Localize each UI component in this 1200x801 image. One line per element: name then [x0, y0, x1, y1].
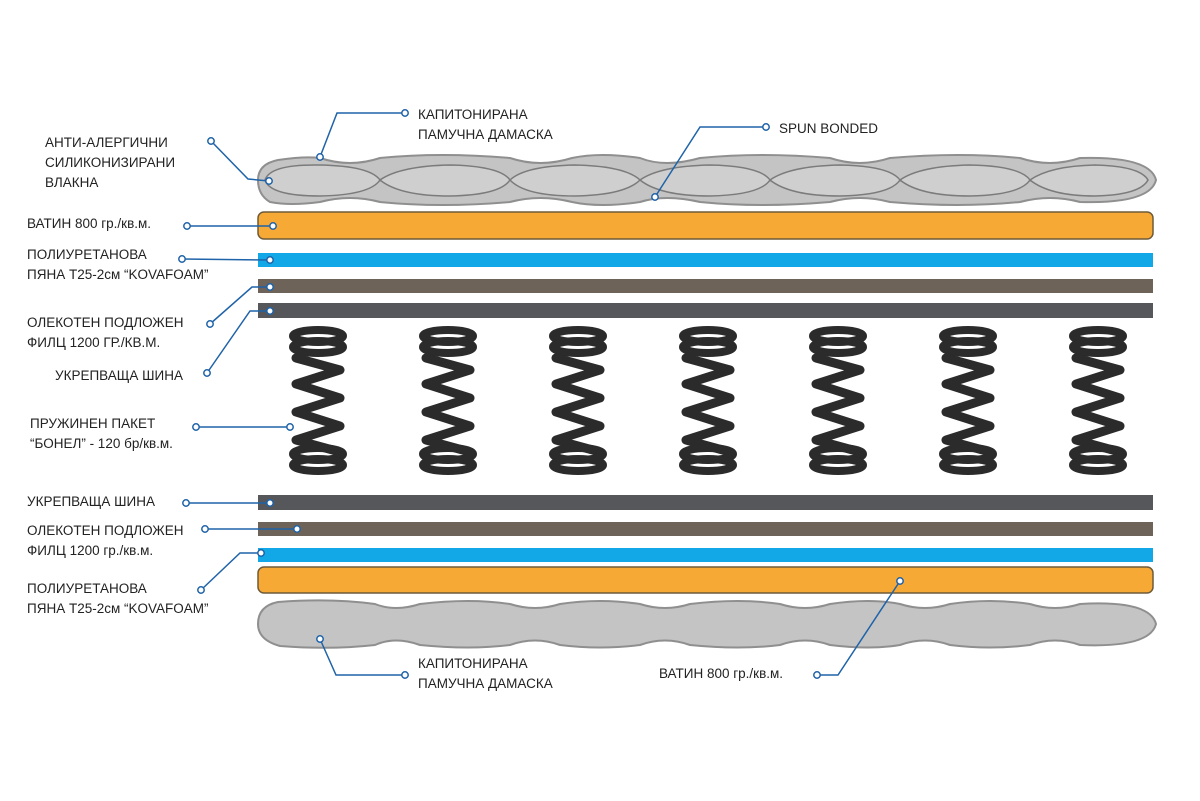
leader-silicone-fibers: [210, 140, 270, 182]
label-rail-bottom: УКРЕПВАЩА ШИНА: [27, 494, 155, 509]
leader-dot: [266, 256, 274, 264]
leader-damask-top: [319, 112, 405, 158]
label-felt-bottom: ОЛЕКОТЕН ПОДЛОЖЕН ФИЛЦ 1200 гр./кв.м.: [27, 523, 184, 558]
leader-damask-bottom: [319, 638, 405, 676]
leader-dot: [266, 307, 274, 315]
leader-dot: [896, 577, 904, 585]
leader-foam-bottom: [200, 552, 261, 591]
foam-layer-bottom: [258, 548, 1153, 562]
coil-spring-icon: [813, 330, 863, 471]
coil-spring-icon: [293, 330, 343, 471]
leader-dot: [651, 193, 659, 201]
leader-dot: [207, 137, 215, 145]
leader-dot: [192, 423, 200, 431]
wadding-layer-top: [257, 211, 1154, 240]
label-spun-bonded: SPUN BONDED: [779, 121, 879, 136]
leader-dot: [183, 222, 191, 230]
rail-layer-bottom: [258, 495, 1153, 510]
label-wadding-top: ВАТИН 800 гр./кв.м.: [27, 216, 152, 231]
leader-felt-top: [209, 286, 270, 325]
leader-dot: [206, 320, 214, 328]
leader-foam-top: [181, 258, 271, 261]
label-foam-bottom: ПОЛИУРЕТАНОВА ПЯНА Т25-2см “KOVAFOAM”: [27, 581, 209, 616]
leader-dot: [203, 369, 211, 377]
leader-dot: [269, 222, 277, 230]
quilted-damask-bottom: [256, 599, 1158, 649]
leader-dot: [401, 671, 409, 679]
coil-spring-icon: [1073, 330, 1123, 471]
wadding-layer-bottom: [257, 566, 1154, 594]
coil-spring-icon: [683, 330, 733, 471]
leader-dot: [178, 255, 186, 263]
leader-dot: [293, 525, 301, 533]
leader-spun-bonded: [654, 126, 766, 198]
leader-dot: [813, 671, 821, 679]
leader-dot: [257, 549, 265, 557]
leader-dot: [762, 123, 770, 131]
label-damask-bottom: КАПИТОНИРАНА ПАМУЧНА ДАМАСКА: [418, 656, 553, 691]
label-springs: ПРУЖИНЕН ПАКЕТ “БОНЕЛ” - 120 бр/кв.м.: [30, 416, 173, 451]
label-damask-top: КАПИТОНИРАНА ПАМУЧНА ДАМАСКА: [418, 107, 553, 142]
leader-dot: [316, 635, 324, 643]
leader-rail-top: [206, 310, 270, 374]
foam-layer-top: [258, 253, 1153, 267]
label-wadding-bottom: ВАТИН 800 гр./кв.м.: [659, 666, 784, 681]
label-foam-top: ПОЛИУРЕТАНОВА ПЯНА Т25-2см “KOVAFOAM”: [27, 247, 209, 282]
leader-dot: [197, 586, 205, 594]
leader-dot: [401, 109, 409, 117]
label-silicone-fibers: АНТИ-АЛЕРГИЧНИ СИЛИКОНИЗИРАНИ ВЛАКНА: [45, 135, 176, 190]
coil-spring-icon: [943, 330, 993, 471]
leader-dot: [182, 499, 190, 507]
label-rail-top: УКРЕПВАЩА ШИНА: [55, 368, 183, 383]
leader-dot: [265, 177, 273, 185]
label-felt-top: ОЛЕКОТЕН ПОДЛОЖЕН ФИЛЦ 1200 ГР./КВ.М.: [27, 315, 184, 350]
spring-unit: [293, 330, 1123, 471]
leader-wadding-bottom: [817, 580, 901, 676]
leader-dot: [201, 525, 209, 533]
felt-layer-bottom: [258, 522, 1153, 536]
leader-dot: [266, 499, 274, 507]
leader-dot: [316, 153, 324, 161]
leader-dot: [266, 283, 274, 291]
quilted-damask-top: [256, 154, 1158, 206]
leader-dot: [286, 423, 294, 431]
felt-layer-top: [258, 279, 1153, 293]
rail-layer-top: [258, 303, 1153, 318]
coil-spring-icon: [423, 330, 473, 471]
coil-spring-icon: [553, 330, 603, 471]
